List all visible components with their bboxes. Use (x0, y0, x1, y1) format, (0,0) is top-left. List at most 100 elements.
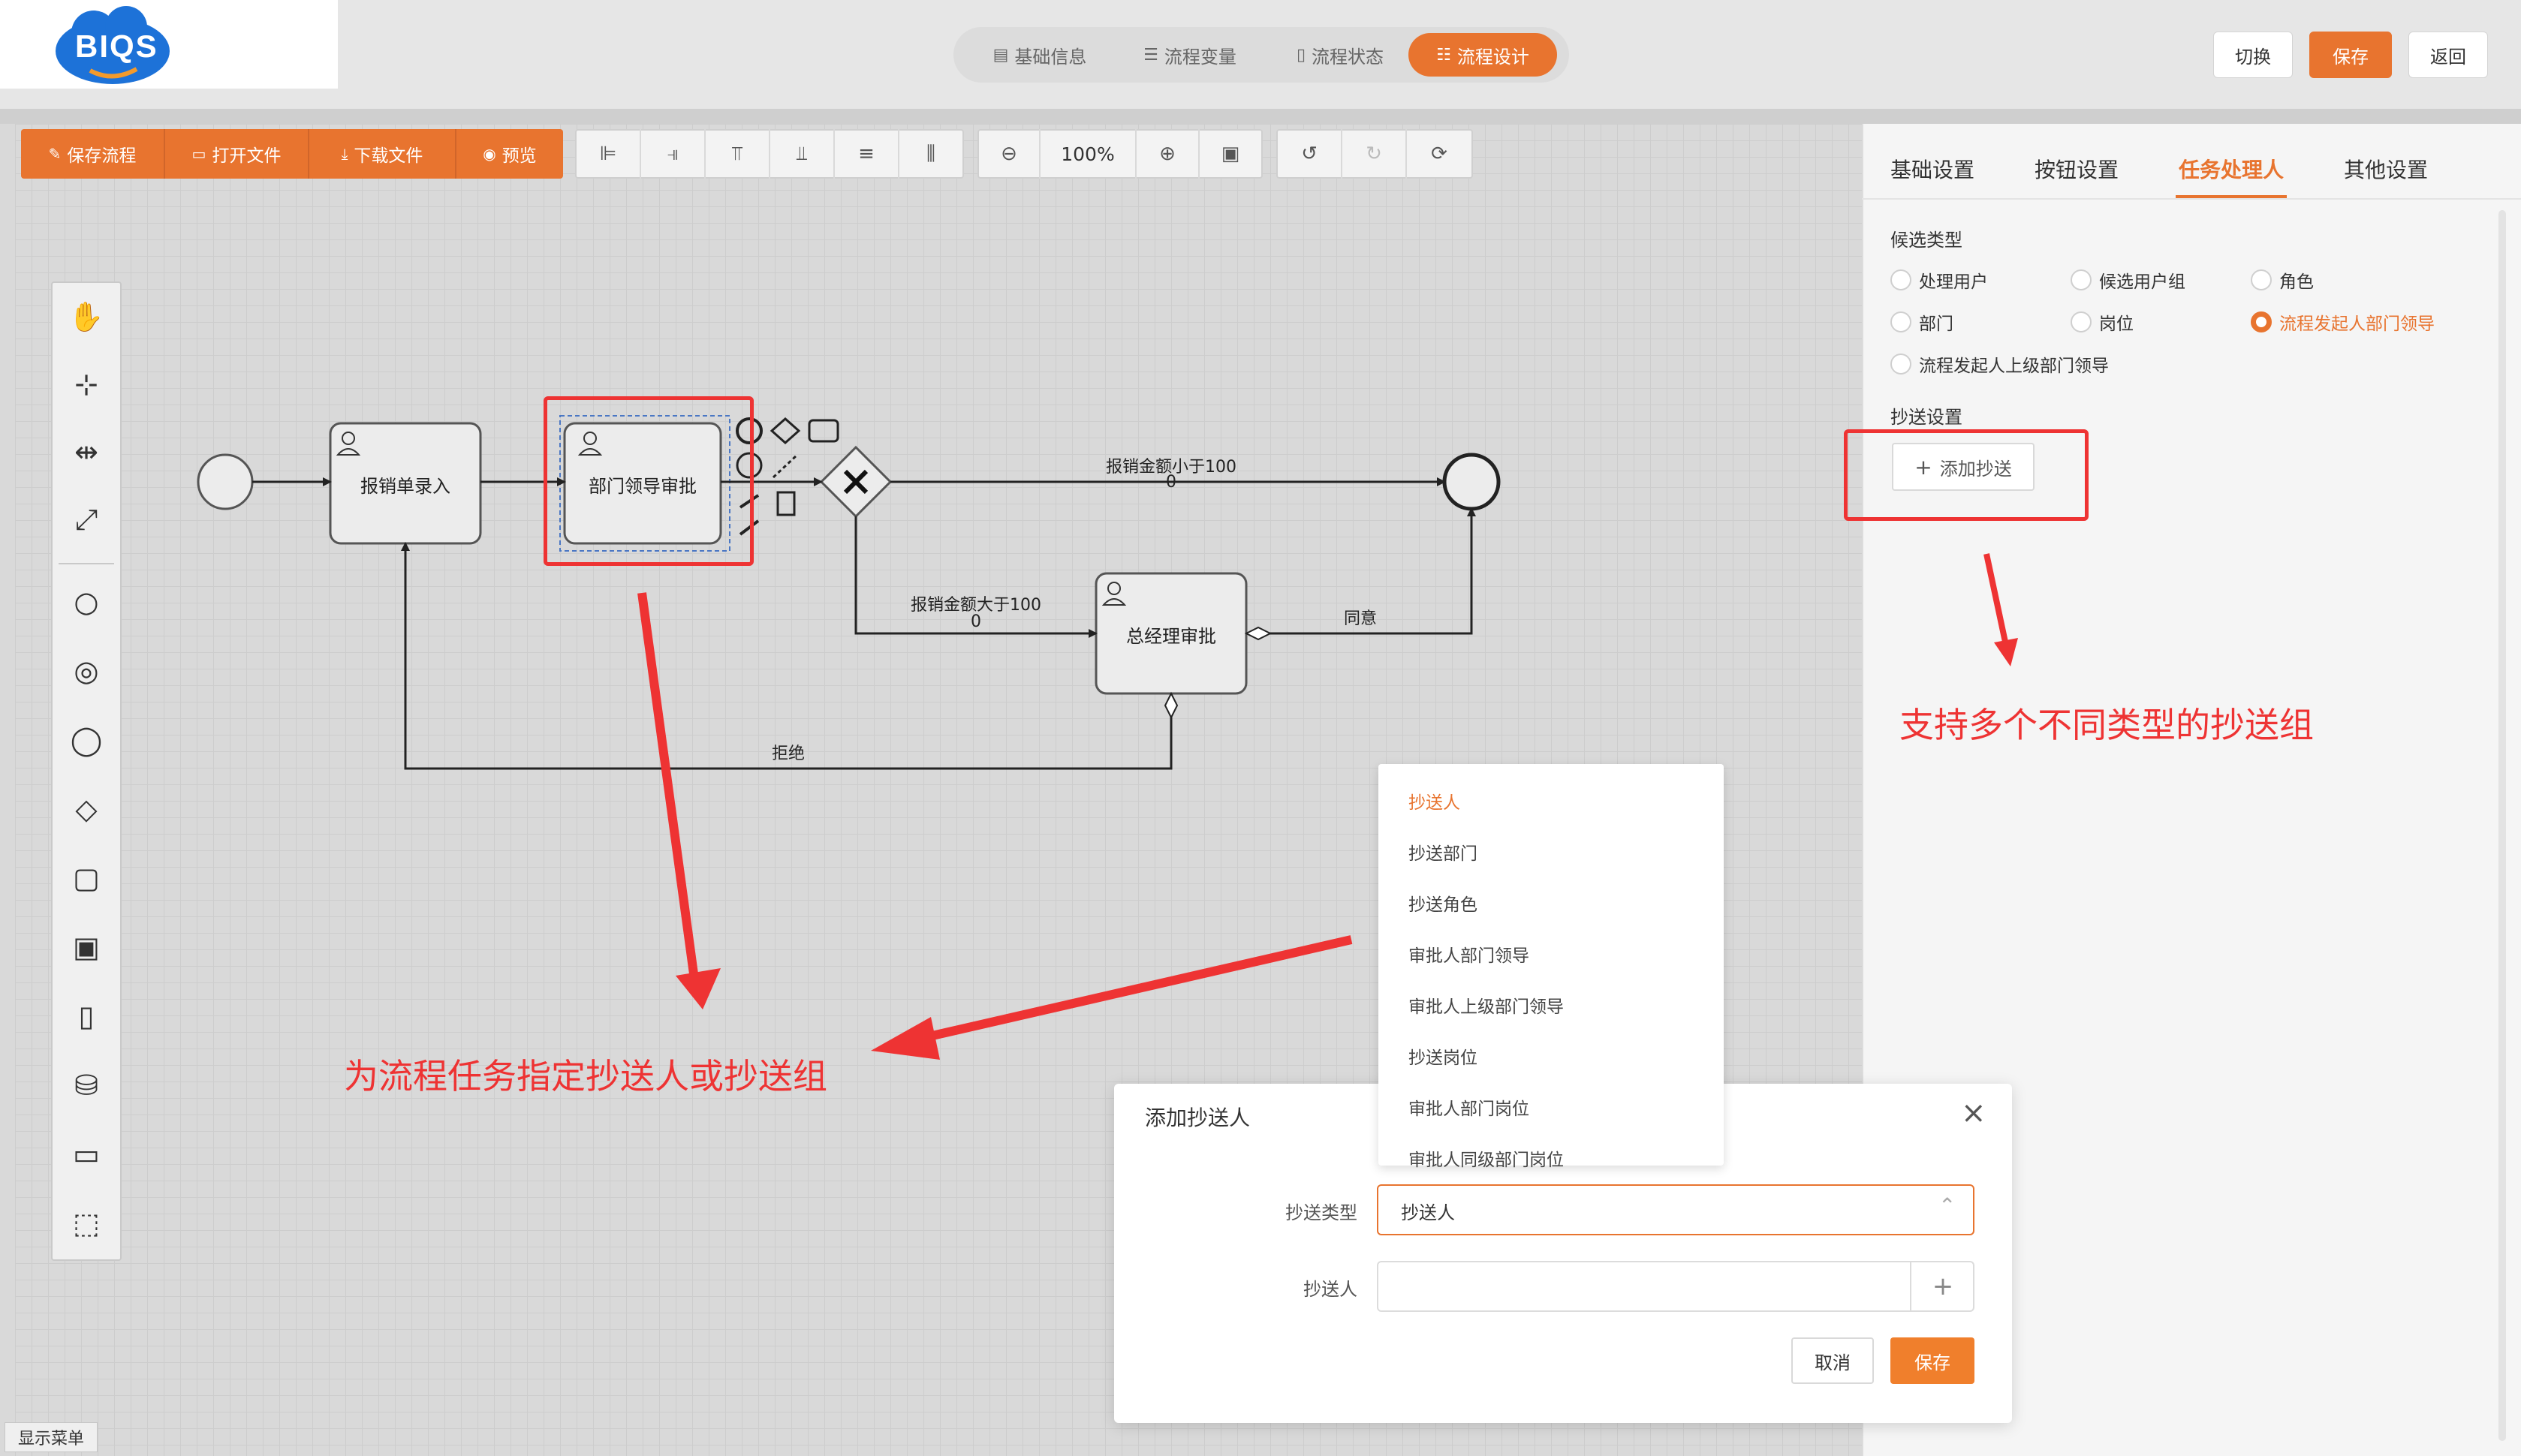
save-flow-button[interactable]: ✎保存流程 (21, 129, 165, 179)
context-pad[interactable] (736, 417, 839, 536)
radio-initiator-parent-dept-leader[interactable]: 流程发起人上级部门领导 (1890, 351, 2109, 377)
eye-icon: ◉ (483, 145, 496, 163)
align-right-icon[interactable]: ⫣ (641, 129, 706, 179)
cc-person-label: 抄送人 (1303, 1279, 1357, 1300)
dropdown-option[interactable]: 抄送人 (1408, 793, 1460, 813)
align-center-icon[interactable]: ≡ (835, 129, 899, 179)
dropdown-option[interactable]: 抄送岗位 (1408, 1048, 1477, 1068)
group-icon[interactable]: ⬚ (73, 1207, 100, 1240)
user-task-icon[interactable]: ▢ (73, 862, 100, 895)
radio-dot (1890, 353, 1911, 375)
reset-icon[interactable]: ⟳ (1431, 143, 1447, 165)
data-store-icon[interactable]: ⛁ (74, 1069, 98, 1102)
candidate-type-label: 候选类型 (1890, 230, 1962, 251)
space-tool-icon[interactable]: ⇹ (74, 435, 98, 468)
flow-icon: ☷ (1436, 45, 1451, 65)
task-label: 部门领导审批 (589, 476, 697, 497)
undo-icon[interactable]: ↺ (1278, 129, 1342, 179)
history-toolbar (1276, 129, 1473, 179)
switch-button[interactable]: 切换 (2213, 32, 2293, 78)
subprocess-icon[interactable]: ▣ (73, 931, 100, 964)
align-left-icon[interactable]: ⊫ (577, 129, 641, 179)
cc-type-select[interactable] (1377, 1184, 1974, 1235)
cc-settings-label: 抄送设置 (1890, 407, 1962, 428)
folder-icon: ▭ (191, 145, 206, 163)
dialog-title: 添加抄送人 (1145, 1106, 1251, 1130)
download-icon: ⤓ (341, 145, 348, 163)
logo: BIQS (0, 0, 338, 89)
connect-tool-icon[interactable]: ⤢ (74, 502, 98, 536)
radio-initiator-dept-leader[interactable]: 流程发起人部门领导 (2251, 309, 2435, 335)
dropdown-option[interactable]: 审批人上级部门领导 (1408, 997, 1564, 1017)
user-icon (577, 432, 603, 456)
bpmn-diagram (197, 415, 1501, 770)
annotation-left: 为流程任务指定抄送人或抄送组 (344, 1056, 827, 1097)
align-top-icon[interactable]: ⫪ (706, 129, 770, 179)
add-cc-button[interactable]: +添加抄送 (1892, 443, 2035, 491)
zoom-out-icon[interactable]: ⊖ (979, 129, 1041, 179)
header-save-button[interactable]: 保存 (2309, 32, 2392, 78)
file-icon: ▯ (1296, 45, 1306, 65)
download-file-button[interactable]: ⤓下载文件 (309, 129, 456, 179)
plus-icon: + (1914, 454, 1932, 480)
zoom-toolbar (977, 129, 1263, 179)
chevron-up-icon: ⌃ (1938, 1193, 1956, 1218)
back-button[interactable]: 返回 (2408, 32, 2488, 78)
step-flow-status[interactable]: ▯流程状态 (1296, 45, 1384, 68)
tab-task-assignee[interactable]: 任务处理人 (2179, 158, 2285, 182)
bpmn-palette (51, 281, 122, 1261)
dialog-save-button[interactable]: 保存 (1890, 1337, 1974, 1384)
palette-divider (59, 563, 114, 564)
tab-other-settings[interactable]: 其他设置 (2344, 158, 2429, 182)
plus-icon[interactable]: + (1910, 1261, 1974, 1312)
gateway-icon[interactable]: ◇ (75, 793, 98, 826)
cancel-button[interactable]: 取消 (1791, 1337, 1874, 1384)
lasso-tool-icon[interactable]: ⊹ (74, 368, 98, 401)
show-menu-button[interactable]: 显示菜单 (5, 1422, 98, 1452)
x-icon (843, 469, 869, 495)
intermediate-event-icon[interactable]: ◎ (74, 654, 99, 687)
close-icon[interactable]: × (1961, 1096, 1986, 1130)
dropdown-option[interactable]: 审批人部门领导 (1408, 946, 1529, 966)
radio-role[interactable]: 角色 (2251, 267, 2314, 293)
step-basic-info[interactable]: ▤基础信息 (992, 45, 1087, 68)
fit-view-icon[interactable]: ▣ (1221, 143, 1240, 165)
user-icon (336, 432, 361, 456)
radio-department[interactable]: 部门 (1890, 309, 1953, 335)
end-event-icon[interactable]: ◯ (70, 723, 103, 757)
data-object-icon[interactable]: ▯ (78, 1000, 95, 1033)
align-bottom-icon[interactable]: ⫫ (770, 129, 835, 179)
dropdown-option[interactable]: 审批人部门岗位 (1408, 1100, 1529, 1119)
radio-handler-user[interactable]: 处理用户 (1890, 267, 1988, 293)
cloud-logo-icon (56, 6, 170, 84)
task-label: 总经理审批 (1126, 626, 1216, 647)
zoom-in-icon[interactable]: ⊕ (1137, 129, 1200, 179)
highlight-box (1844, 429, 2089, 521)
tab-divider (1862, 198, 2521, 200)
list-icon: ☰ (1143, 45, 1158, 65)
cc-person-input[interactable] (1377, 1261, 1974, 1312)
preview-button[interactable]: ◉预览 (456, 129, 563, 179)
step-flow-design[interactable]: ☷流程设计 (1408, 33, 1557, 77)
start-event-icon[interactable]: ○ (74, 585, 99, 618)
radio-candidate-group[interactable]: 候选用户组 (2071, 267, 2185, 293)
radio-dot (2251, 311, 2272, 332)
hand-tool-icon[interactable]: ✋ (68, 299, 104, 333)
open-file-button[interactable]: ▭打开文件 (165, 129, 309, 179)
dropdown-option[interactable]: 抄送角色 (1408, 895, 1477, 915)
tab-basic-settings[interactable]: 基础设置 (1890, 158, 1975, 182)
radio-position[interactable]: 岗位 (2071, 309, 2134, 335)
panel-scrollbar[interactable] (2498, 210, 2506, 1441)
pool-icon[interactable]: ▭ (73, 1138, 100, 1171)
align-middle-icon[interactable]: ⫼ (926, 142, 935, 165)
redo-icon[interactable]: ↻ (1342, 129, 1407, 179)
radio-dot (2071, 269, 2092, 290)
radio-dot (2251, 269, 2272, 290)
flow-label: 报销金额小于100 (1106, 458, 1236, 477)
dropdown-option[interactable]: 抄送部门 (1408, 844, 1477, 864)
dropdown-option[interactable]: 审批人同级部门岗位 (1408, 1151, 1564, 1170)
tab-button-settings[interactable]: 按钮设置 (2035, 158, 2119, 182)
step-flow-variables[interactable]: ☰流程变量 (1143, 45, 1236, 68)
logo-text: BIQS (75, 29, 158, 64)
